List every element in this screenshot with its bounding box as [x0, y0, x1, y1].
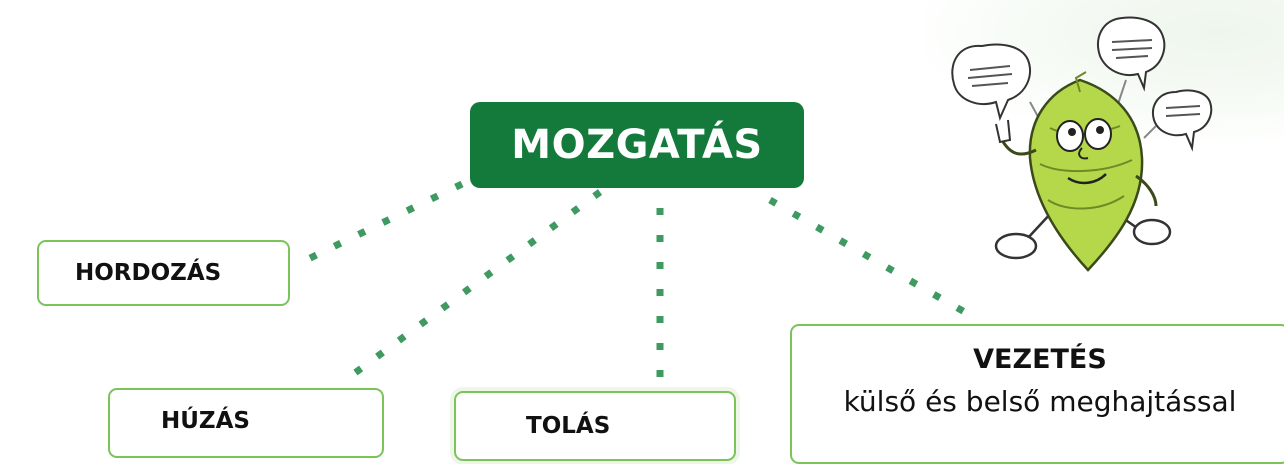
branch-label-hordozas: HORDOZÁS	[75, 260, 222, 286]
branch-label-vezetes: VEZETÉS	[973, 344, 1107, 375]
connector-huzas	[337, 189, 603, 387]
branch-label-huzas: HÚZÁS	[161, 408, 250, 434]
branch-sublabel-vezetes: külső és belső meghajtással	[843, 385, 1237, 418]
center-node-mozgatas: MOZGATÁS	[470, 102, 804, 188]
branch-node-vezetes: VEZETÉS külső és belső meghajtással	[790, 324, 1284, 464]
branch-node-tolas: TOLÁS	[454, 391, 736, 461]
connector-vezetes	[768, 196, 970, 318]
connector-hordozas	[296, 180, 464, 268]
connector-lines	[296, 180, 970, 387]
branch-label-tolas: TOLÁS	[526, 413, 611, 439]
branch-node-hordozas: HORDOZÁS	[37, 240, 290, 306]
center-node-label: MOZGATÁS	[511, 122, 763, 168]
hop-cone-mascot-thinking-icon	[951, 16, 1213, 272]
